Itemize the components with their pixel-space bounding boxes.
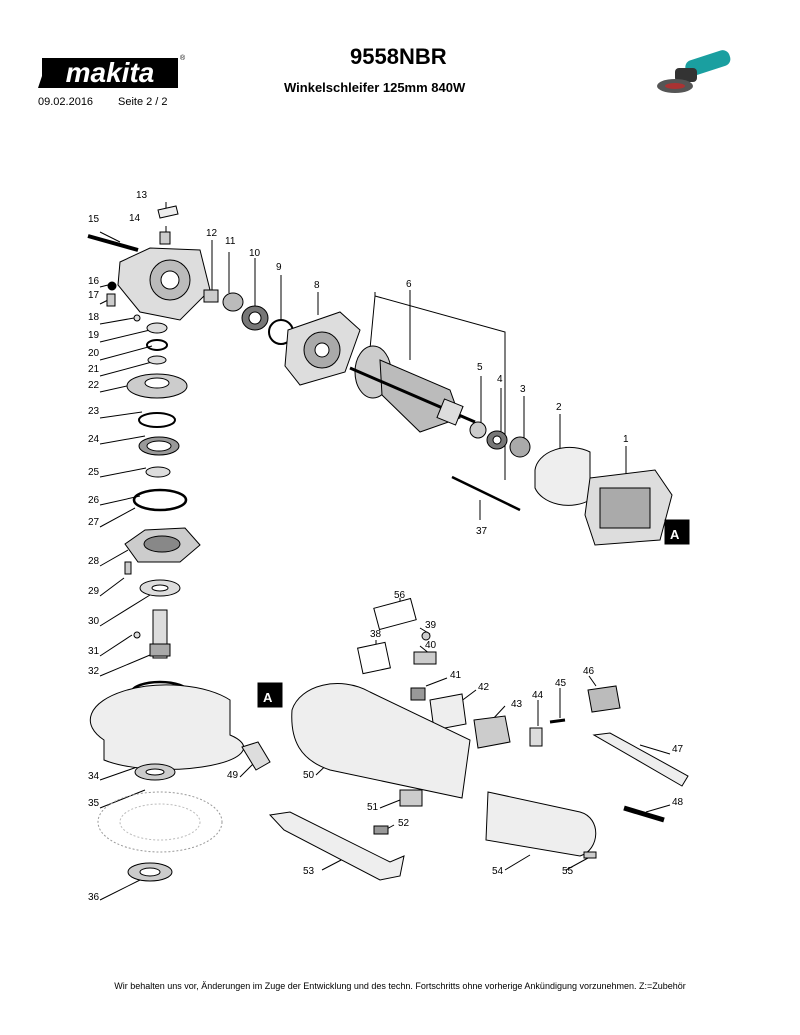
gear-housing [87,205,211,322]
armature [349,345,476,433]
part-number-label: 9 [276,262,282,273]
part-number-label: 31 [88,646,100,657]
part-number-label: 23 [88,406,100,417]
part-number-label: 17 [88,290,100,301]
svg-text:makita: makita [66,57,155,88]
part-number-label: 42 [478,682,490,693]
part-number-label: 4 [497,374,503,385]
product-thumbnail [657,50,731,93]
part-number-label: 50 [303,770,315,781]
part-number-label: 56 [394,590,406,601]
part-number-label: 55 [562,866,574,877]
part-number-label: 52 [398,818,410,829]
part-number-label: 14 [129,213,141,224]
rear-bearings [469,421,531,458]
bearing-group [203,289,361,386]
part-number-label: 10 [249,248,261,259]
part-number-label: 53 [303,866,315,877]
part-number-label: 8 [314,280,320,291]
part-number-label: 34 [88,771,100,782]
part-number-label: 27 [88,517,100,528]
part-number-label: 24 [88,434,100,445]
part-number-label: 5 [477,362,483,373]
part-number-label: 13 [136,190,148,201]
part-number-label: 20 [88,348,100,359]
section-marker: A [670,527,680,542]
part-number-label: 21 [88,364,100,375]
part-number-label: 41 [450,670,462,681]
product-subtitle: Winkelschleifer 125mm 840W [284,80,466,95]
section-marker: A [263,690,273,705]
part-number-label: 3 [520,384,526,395]
motor-housing-and-switch [241,597,689,881]
part-number-label: 48 [672,797,684,808]
footer-disclaimer: Wir behalten uns vor, Änderungen im Zuge… [114,981,686,991]
part-number-label: 54 [492,866,504,877]
part-number-label: 29 [88,586,100,597]
part-number-label: 30 [88,616,100,627]
part-number-label: 36 [88,892,100,903]
part-number-label: 38 [370,629,382,640]
spindle-stack [89,322,245,882]
part-number-label: 28 [88,556,100,567]
model-title: 9558NBR [350,44,447,69]
fan-baffle-and-stator [257,446,690,708]
makita-logo: makita ® [38,54,186,88]
part-number-label: 40 [425,640,437,651]
part-number-label: 37 [476,526,488,537]
part-number-label: 22 [88,380,100,391]
page-number: Seite 2 / 2 [118,96,168,108]
part-number-label: 35 [88,798,100,809]
part-number-label: 46 [583,666,595,677]
part-number-label: 12 [206,228,218,239]
part-number-label: 1 [623,434,629,445]
part-number-label: 19 [88,330,100,341]
part-number-label: 6 [406,279,412,290]
part-number-label: 32 [88,666,100,677]
part-number-label: 25 [88,467,100,478]
part-number-label: 15 [88,214,100,225]
doc-date: 09.02.2016 [38,96,94,108]
part-number-label: 18 [88,312,100,323]
part-number-label: 47 [672,744,684,755]
part-number-label: 51 [367,802,379,813]
part-number-label: 11 [225,236,236,247]
part-number-label: 43 [511,699,523,710]
svg-text:®: ® [180,54,186,62]
part-number-label: 44 [532,690,544,701]
part-number-label: 49 [227,770,239,781]
part-number-label: 26 [88,495,100,506]
part-number-label: 45 [555,678,567,689]
part-number-label: 2 [556,402,562,413]
part-number-label: 39 [425,620,437,631]
part-number-label: 16 [88,276,100,287]
